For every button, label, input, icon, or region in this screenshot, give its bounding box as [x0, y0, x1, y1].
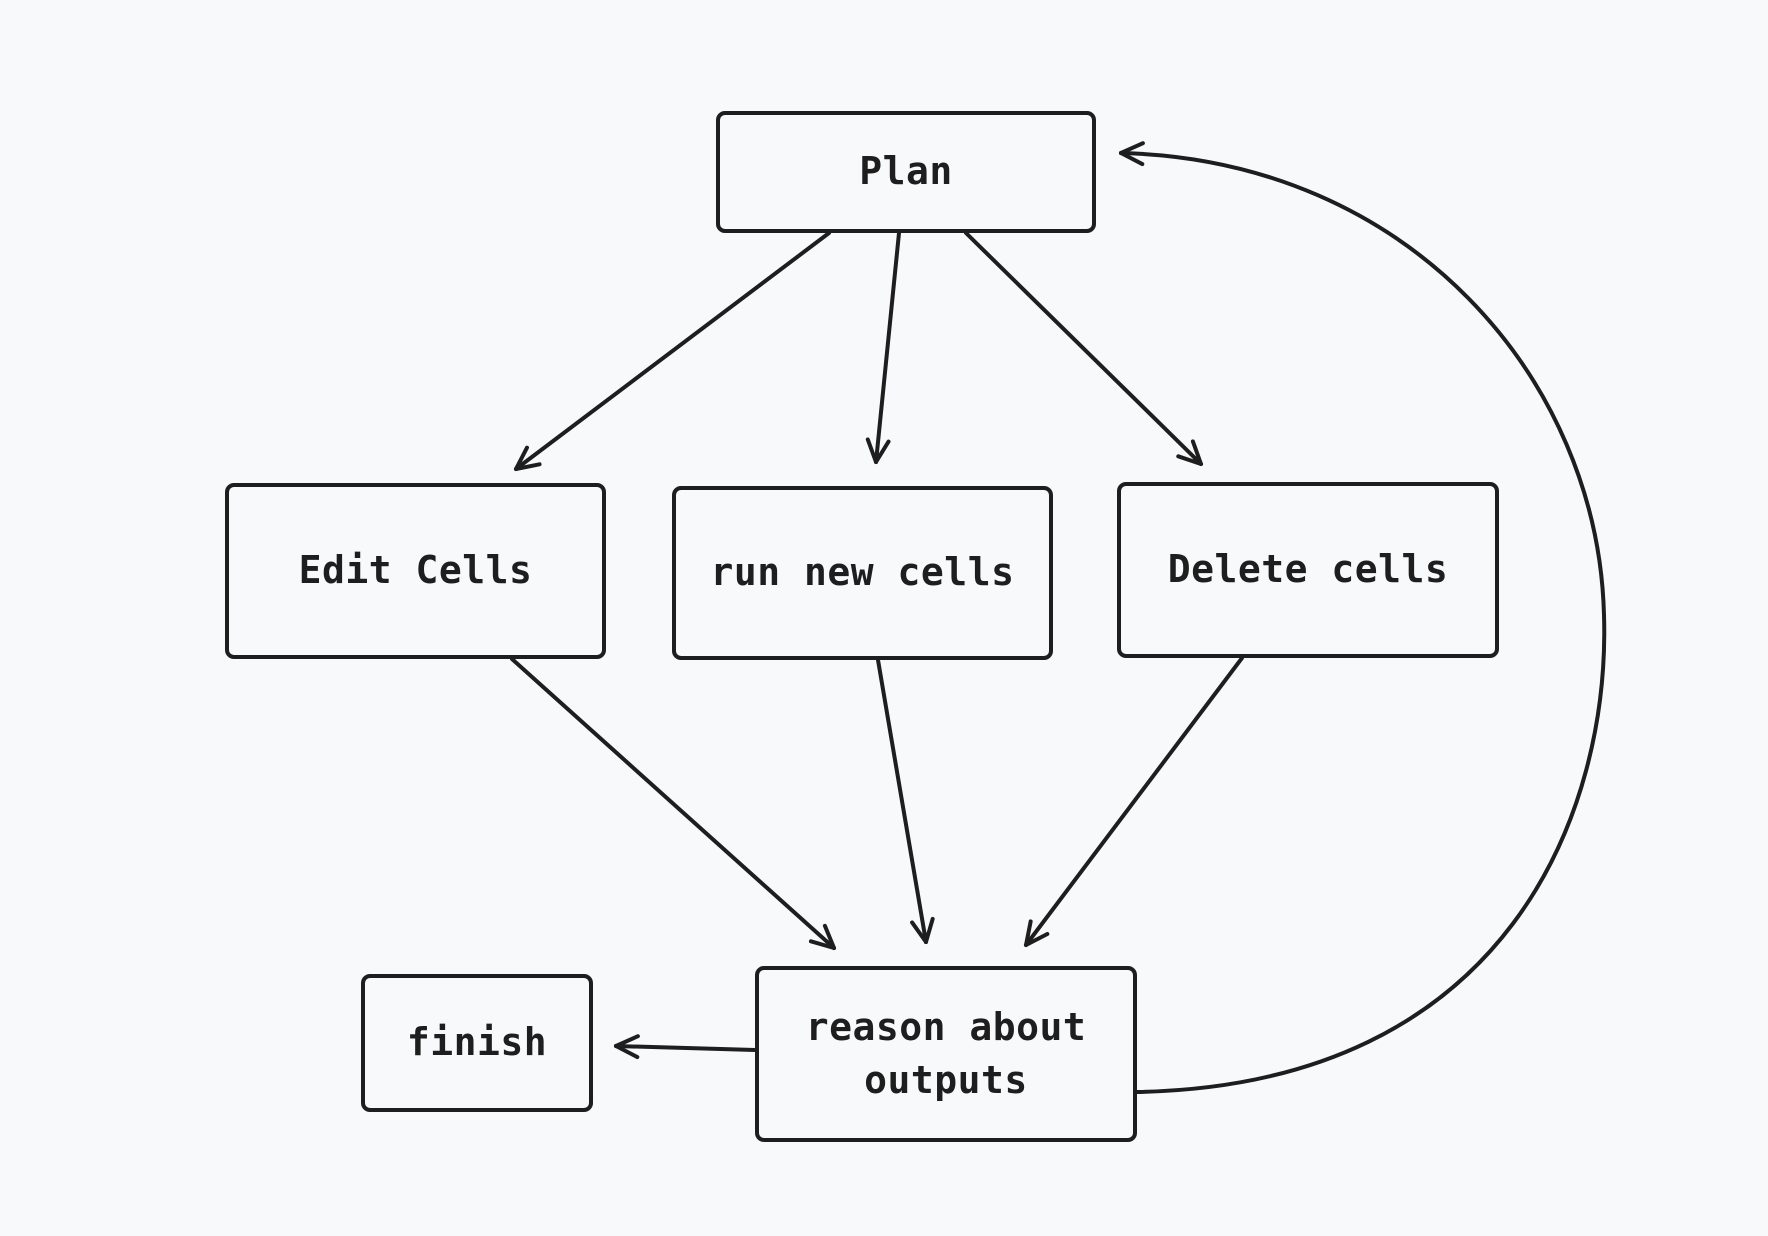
arrowhead-edit-reason-a [808, 939, 836, 950]
node-edit-cells-label: Edit Cells [298, 548, 533, 593]
edge-plan-edit [514, 231, 831, 471]
node-delete-cells-label: Delete cells [1167, 547, 1449, 592]
arrowhead-plan-run-b [874, 439, 891, 464]
arrowhead-reason-finish-b [614, 1044, 640, 1060]
arrowhead-plan-edit-b [514, 462, 542, 471]
node-reason-about-outputs: reason about outputs [755, 966, 1137, 1142]
node-plan-label: Plan [859, 149, 953, 194]
node-reason-about-outputs-label: reason about outputs [805, 1004, 1087, 1102]
arrowhead-plan-delete-a [1176, 454, 1203, 466]
node-run-new-cells-label: run new cells [710, 550, 1015, 595]
node-delete-cells: Delete cells [1117, 482, 1499, 658]
arrowhead-delete-reason-b [1024, 932, 1050, 947]
edge-run-reason [876, 658, 928, 944]
arrowhead-reason-plan-a [1119, 141, 1145, 155]
edge-edit-reason [510, 657, 836, 950]
node-edit-cells: Edit Cells [225, 483, 606, 659]
arrowhead-reason-plan-b [1119, 151, 1145, 167]
edge-reason-finish [614, 1044, 757, 1052]
arrowhead-reason-finish-a [614, 1034, 640, 1048]
arrowhead-edit-reason-b [822, 923, 836, 950]
arrowhead-plan-delete-b [1190, 439, 1203, 466]
arrowhead-plan-run-a [865, 437, 878, 464]
node-finish: finish [361, 974, 593, 1112]
arrowhead-run-reason-b [924, 916, 935, 944]
node-finish-label: finish [406, 1020, 548, 1065]
arrowhead-plan-edit-a [514, 445, 529, 471]
edge-plan-delete [964, 231, 1203, 466]
edge-reason-plan [1119, 151, 1607, 1094]
node-run-new-cells: run new cells [672, 486, 1053, 660]
node-plan: Plan [716, 111, 1096, 233]
edge-plan-run [874, 231, 901, 464]
arrowhead-run-reason-a [910, 920, 928, 944]
edge-delete-reason [1024, 656, 1244, 947]
arrowhead-delete-reason-a [1024, 919, 1033, 947]
